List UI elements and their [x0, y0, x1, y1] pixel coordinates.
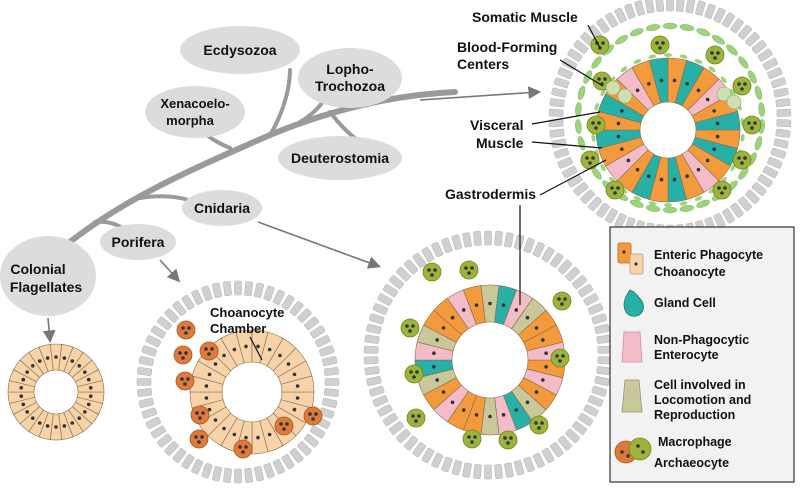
- legend-archaeocyte-swatch: [628, 437, 652, 461]
- legend-locomotion-label-1: Cell involved in: [654, 378, 746, 392]
- pointer-choanocyte-chamber: [249, 336, 263, 361]
- legend: Enteric Phagocyte Choanocyte Gland Cell …: [609, 226, 795, 483]
- label-visceral-1: Visceral: [470, 117, 523, 133]
- label-colonial-2: Flagellates: [10, 279, 83, 295]
- label-xenacoelomorpha-2: morpha: [166, 113, 214, 128]
- pointer-visceral-muscle-2: [531, 141, 603, 149]
- sponge-body: [136, 280, 340, 484]
- legend-locomotion-label-2: Locomotion and: [654, 393, 751, 407]
- legend-nonphago-swatch: [621, 331, 643, 363]
- legend-nonphago-label-1: Non-Phagocytic: [654, 333, 749, 347]
- bilaterian-body: [548, 0, 792, 240]
- label-blood-forming-1: Blood-Forming: [457, 39, 557, 55]
- bubble-cnidaria: [182, 190, 262, 226]
- label-deuterostomia: Deuterostomia: [291, 150, 389, 166]
- bubble-xenacoelomorpha: [145, 86, 245, 138]
- legend-nonphago-label-2: Enterocyte: [654, 348, 719, 362]
- legend-archaeocyte-label: Archaeocyte: [654, 456, 729, 470]
- legend-locomotion-label-3: Reproduction: [654, 408, 735, 422]
- bubble-deuterostomia: [278, 136, 402, 180]
- legend-gland-label: Gland Cell: [654, 296, 716, 310]
- label-porifera: Porifera: [112, 234, 165, 250]
- colonial-flagellate-sphere: [7, 343, 105, 441]
- label-lophotrochozoa-2: Trochozoa: [315, 78, 385, 94]
- pointer-gastrodermis-bilaterian: [539, 159, 607, 196]
- legend-gland-swatch: [623, 289, 644, 317]
- phylogenetic-tree: [57, 68, 458, 253]
- label-visceral-2: Muscle: [476, 135, 524, 151]
- bubble-colonial-flagellates: [0, 236, 96, 316]
- legend-enteric-label: Enteric Phagocyte: [654, 248, 763, 262]
- label-blood-forming-2: Centers: [457, 56, 509, 72]
- pointer-visceral-muscle-1: [531, 111, 601, 125]
- pointer-somatic-muscle: [587, 24, 601, 49]
- evolution-arrows: [42, 86, 542, 344]
- bubble-porifera: [100, 224, 176, 260]
- pointer-blood-forming: [559, 59, 604, 87]
- label-gastrodermis: Gastrodermis: [445, 186, 536, 202]
- label-choanocyte-chamber-1: Choanocyte: [210, 305, 284, 320]
- bubble-lophotrochozoa: [298, 48, 402, 108]
- label-colonial-1: Colonial: [10, 261, 65, 277]
- label-somatic-muscle: Somatic Muscle: [472, 9, 578, 25]
- legend-macrophage-label: Macrophage: [658, 435, 732, 449]
- label-xenacoelomorpha-1: Xenacoelo-: [160, 96, 229, 111]
- legend-locomotion-swatch: [621, 379, 643, 413]
- label-lophotrochozoa-1: Lopho-: [326, 61, 374, 77]
- legend-choanocyte-label: Choanocyte: [654, 265, 726, 279]
- bubble-ecdysozoa: [180, 26, 300, 74]
- label-choanocyte-chamber-2: Chamber: [210, 321, 266, 336]
- label-ecdysozoa: Ecdysozoa: [203, 42, 276, 58]
- label-cnidaria: Cnidaria: [194, 200, 250, 216]
- cnidarian-body: [363, 230, 613, 480]
